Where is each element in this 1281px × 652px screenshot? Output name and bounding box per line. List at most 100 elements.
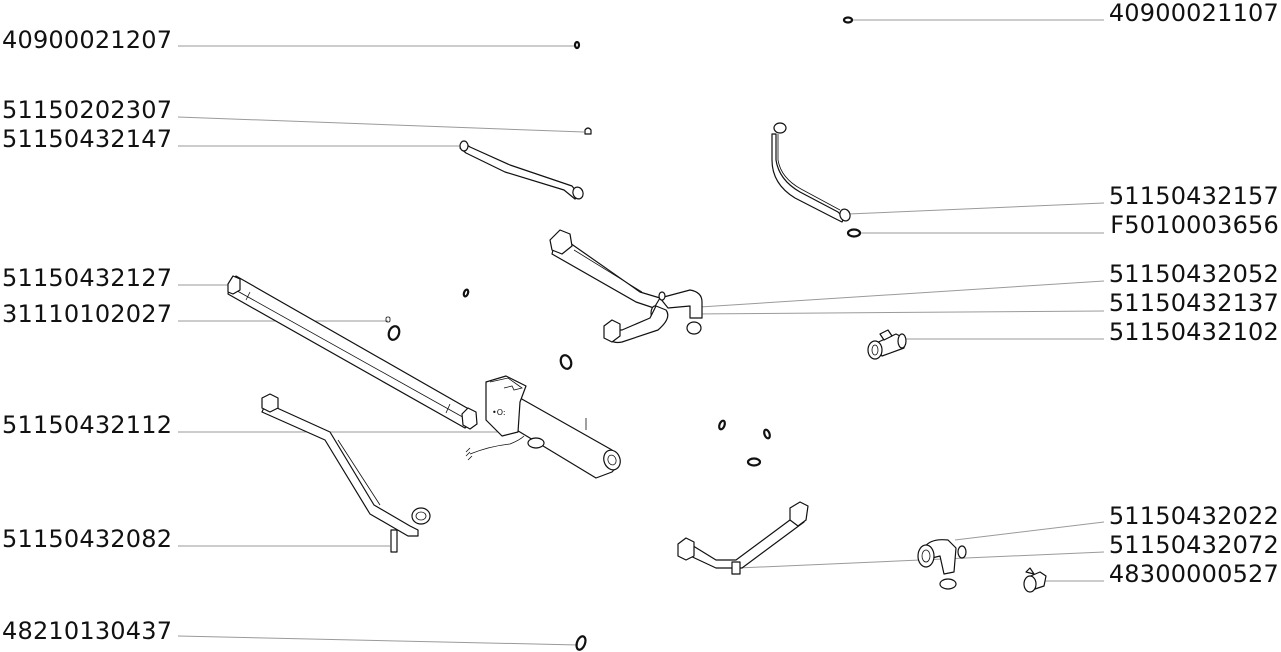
hex-nut-icon <box>227 275 241 295</box>
nut-icon <box>572 186 584 200</box>
side-port <box>957 545 967 559</box>
leader-51150432052 <box>699 280 1105 308</box>
pipe-51150432147[interactable] <box>459 140 585 200</box>
o-ring-icon <box>763 428 771 440</box>
bolt-icon <box>658 291 666 301</box>
o-ring-icon <box>559 354 573 370</box>
valve-handle-icon <box>1025 567 1035 575</box>
part-label-51150432147[interactable]: 51150432147 <box>2 125 173 153</box>
part-label-51150432137[interactable]: 51150432137 <box>1108 289 1279 317</box>
pipe-inner-line <box>573 249 643 293</box>
part-label-51150432022[interactable]: 51150432022 <box>1108 502 1279 530</box>
part-label-51150432127[interactable]: 51150432127 <box>2 264 173 292</box>
part-label-51150432052[interactable]: 51150432052 <box>1108 260 1279 288</box>
o-ring-icon <box>573 40 581 50</box>
part-label-F5010003656[interactable]: F5010003656 <box>1110 211 1279 239</box>
pipe-inner-line <box>777 134 841 211</box>
nut-bore <box>415 511 427 521</box>
nut-icon <box>773 122 787 134</box>
hex-nut-icon <box>461 407 478 430</box>
heater-body <box>509 397 618 479</box>
part-label-51150202307[interactable]: 51150202307 <box>2 96 173 124</box>
pipe-assembly-51150432052[interactable] <box>549 229 703 344</box>
seals-cluster[interactable] <box>718 419 771 467</box>
o-ring-icon <box>746 457 762 467</box>
o-ring-icon <box>718 419 726 431</box>
stub-icon <box>731 561 741 575</box>
nut-icon <box>686 321 702 335</box>
leader-51150432137 <box>689 310 1105 315</box>
valve-nut <box>867 340 883 360</box>
part-label-51150432102[interactable]: 51150432102 <box>1108 318 1279 346</box>
pipe-body <box>685 513 805 569</box>
valve-48300000527[interactable] <box>1023 567 1047 593</box>
heater-51150432112[interactable]: •O: <box>465 375 623 479</box>
nut-icon <box>839 208 851 222</box>
elbow-bore <box>921 549 931 563</box>
o-ring-icon <box>387 325 401 341</box>
control-box <box>485 375 527 437</box>
elbow-nut <box>917 544 935 568</box>
part-label-51150432112[interactable]: 51150432112 <box>2 411 173 439</box>
cap-51150202307[interactable] <box>584 127 592 135</box>
hex-nut-icon <box>261 393 279 413</box>
pipe-body <box>459 141 581 200</box>
pipe-51150432157[interactable] <box>771 122 852 223</box>
pipe-51150432082[interactable] <box>261 393 431 553</box>
valve-port <box>897 333 907 349</box>
part-label-48210130437[interactable]: 48210130437 <box>2 617 173 645</box>
nut-icon <box>459 140 469 152</box>
seal-F5010003656[interactable] <box>846 228 862 238</box>
segment-line <box>245 291 251 301</box>
pipe-51150432072[interactable] <box>677 501 809 575</box>
valve-handle-icon <box>879 329 893 341</box>
o-ring-icon <box>462 288 470 298</box>
pipe-inner-line <box>231 287 469 421</box>
part-label-40900021107[interactable]: 40900021107 <box>1108 0 1279 27</box>
part-label-40900021207[interactable]: 40900021207 <box>2 26 173 54</box>
part-label-31110102027[interactable]: 31110102027 <box>2 300 173 328</box>
seal-48210130437[interactable] <box>575 635 587 651</box>
elbow-body <box>659 289 703 319</box>
seal-40900021107[interactable] <box>842 16 854 24</box>
part-label-51150432157[interactable]: 51150432157 <box>1108 182 1279 210</box>
control-box-lid <box>489 377 523 391</box>
seal-small-1[interactable] <box>462 288 470 298</box>
hex-nut-icon <box>789 501 809 527</box>
hex-nut-icon <box>549 229 573 255</box>
seal-small-2[interactable] <box>559 354 573 371</box>
part-label-51150432082[interactable]: 51150432082 <box>2 525 173 553</box>
o-ring-icon <box>575 635 587 651</box>
heater-end-bore <box>607 454 617 466</box>
heater-end-icon <box>603 449 621 471</box>
elbow-51150432022[interactable] <box>917 539 967 590</box>
stub-icon <box>390 529 398 553</box>
cable-wires <box>465 447 473 461</box>
part-label-51150432072[interactable]: 51150432072 <box>1108 531 1279 559</box>
nut-icon <box>939 578 957 590</box>
nut-icon <box>411 507 431 525</box>
valve-nut <box>1023 575 1037 593</box>
cap-nut-icon <box>584 127 592 135</box>
leader-48210130437 <box>177 635 579 646</box>
segment-line <box>445 403 451 414</box>
part-label-48300000527[interactable]: 48300000527 <box>1108 560 1279 588</box>
leader-lines <box>177 19 1105 646</box>
pipe-body <box>551 235 661 309</box>
pipe-51150432127[interactable] <box>227 275 478 430</box>
hex-nut-icon <box>603 319 621 343</box>
heater-port <box>527 437 545 449</box>
pipe-body <box>771 133 845 223</box>
pipe-inner-line <box>337 439 381 506</box>
valve-51150432102[interactable] <box>867 329 907 360</box>
seal-40900021207[interactable] <box>573 40 581 50</box>
leader-51150202307 <box>177 116 585 133</box>
leader-51150432157 <box>847 202 1105 215</box>
seal-31110102027[interactable] <box>385 316 401 341</box>
valve-bore <box>871 344 879 356</box>
pin-icon <box>385 316 391 323</box>
o-ring-icon <box>846 228 862 238</box>
hex-nut-icon <box>677 537 695 561</box>
